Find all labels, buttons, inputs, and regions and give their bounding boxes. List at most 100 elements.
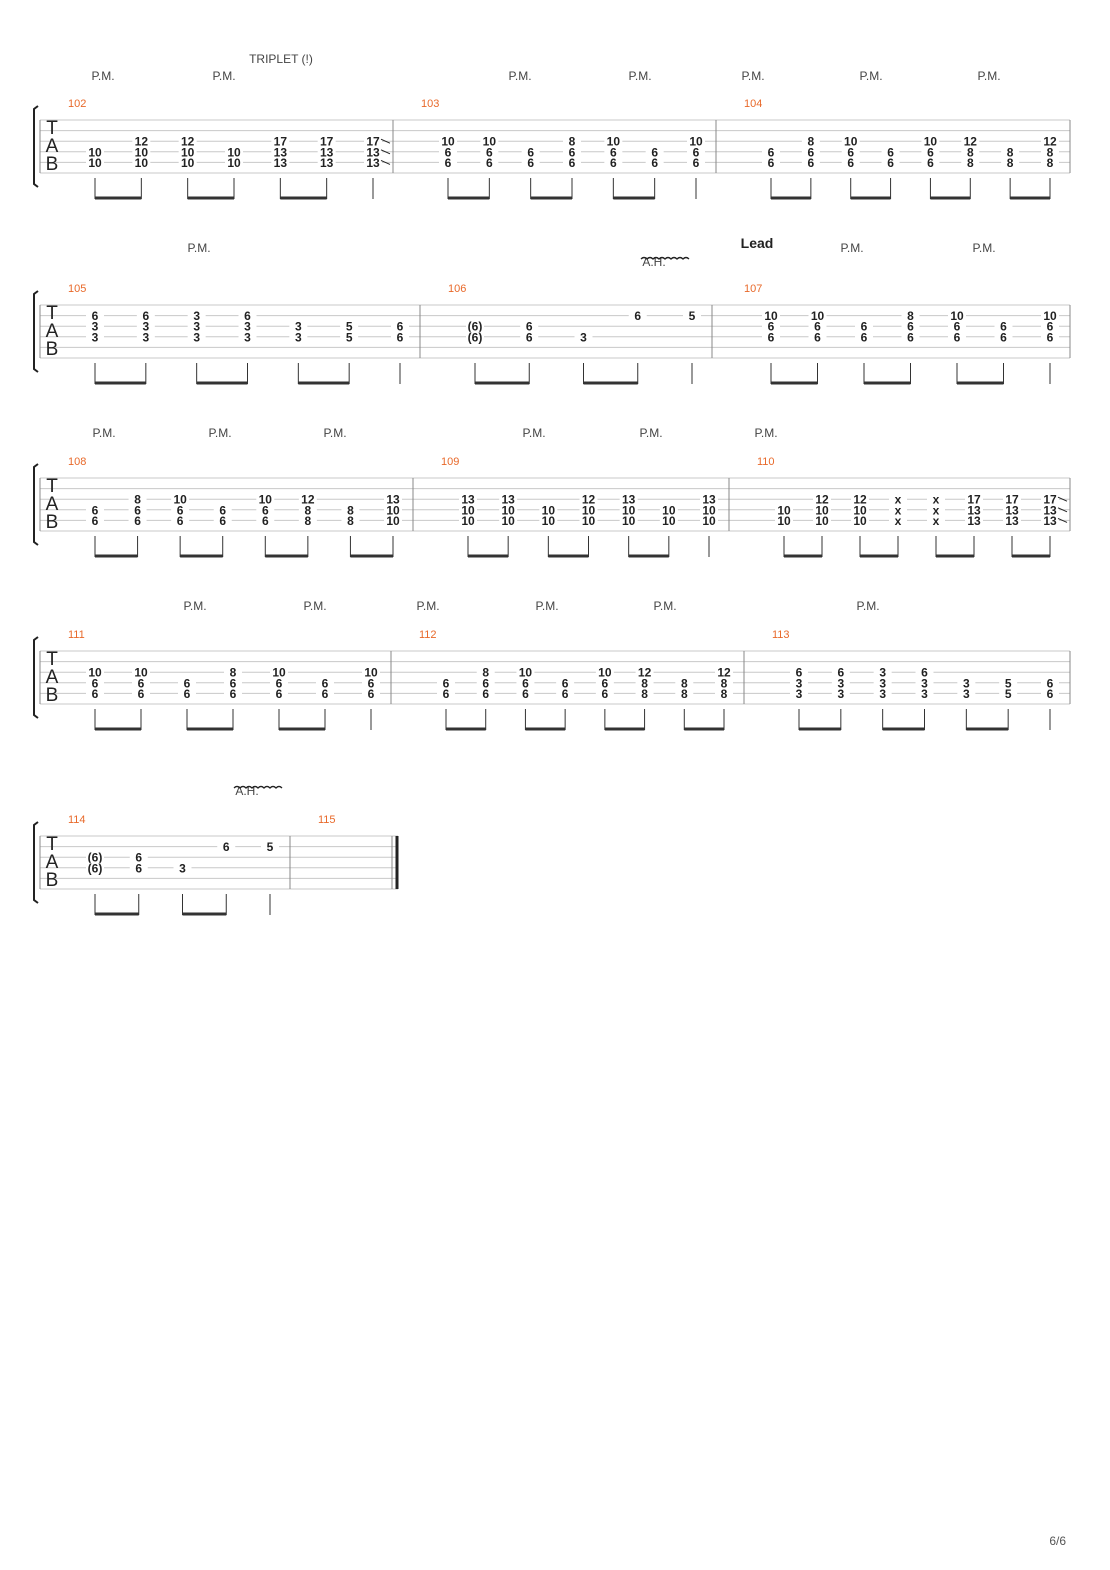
fret-number: 6 [482,676,489,690]
fret-mask [439,146,457,157]
fret-number: 13 [501,493,515,507]
fret-mask [341,504,360,515]
fret-mask [238,321,257,332]
fret-number: 8 [967,145,974,159]
fret-number: 10 [88,666,102,680]
fret-number: 12 [638,666,652,680]
fret-number: 6 [322,687,329,701]
fret-number: 6 [814,330,821,344]
fret-number: 17 [320,135,334,149]
fret-mask [132,146,151,157]
fret-number: 13 [967,503,981,517]
fret-number: 6 [486,145,493,159]
fret-number: 10 [88,145,102,159]
tab-system: TAB108P.M.P.M.P.M.6686610666610661288881… [33,426,1071,558]
tab-clef-letter: B [46,339,59,360]
fret-number: 10 [519,666,533,680]
fret-mask [384,504,402,515]
fret-mask [595,667,614,678]
slide-mark [1057,507,1068,513]
fret-mask [556,677,575,688]
fret-mask [873,667,892,678]
fret-mask [466,321,484,332]
fret-number: 6 [244,309,251,323]
fret-mask [1041,688,1059,699]
fret-mask [298,504,317,515]
fret-number: 13 [1005,503,1019,517]
palm-mute-label: P.M. [323,426,346,440]
fret-number: 6 [768,320,775,334]
fret-mask [256,515,275,526]
fret-mask [362,667,380,678]
fret-mask [873,677,892,688]
fret-number: 8 [134,493,141,507]
fret-mask [171,515,190,526]
fret-mask [171,504,190,515]
fret-mask [238,310,257,321]
fret-number: 6 [768,145,775,159]
fret-number: 10 [483,135,497,149]
fret-number: 6 [230,676,237,690]
fret-mask [1041,504,1059,515]
fret-mask [364,146,382,157]
fret-number: 10 [461,503,475,517]
fret-number: 10 [501,503,515,517]
fret-number: 6 [522,676,529,690]
fret-number: 6 [276,676,283,690]
fret-mask [132,136,151,147]
fret-mask [579,515,598,526]
fret-number: 10 [134,666,148,680]
fret-number: 6 [262,514,269,528]
fret-mask [86,157,104,168]
fret-mask [841,146,860,157]
fret-mask [635,667,654,678]
fret-mask [579,494,598,505]
fret-mask [132,157,151,168]
fret-number: 8 [347,514,354,528]
fret-number: 17 [274,135,288,149]
fret-number: 6 [1047,330,1054,344]
fret-mask [271,136,290,147]
fret-mask [86,146,104,157]
fret-number: 8 [681,687,688,701]
fret-number: 6 [907,320,914,334]
bar-number: 115 [318,814,336,826]
fret-mask [790,688,808,699]
fret-number: 8 [681,676,688,690]
fret-mask [86,677,104,688]
fret-mask [86,688,104,699]
fret-number: 3 [179,861,186,875]
fret-number: 3 [92,330,99,344]
palm-mute-label: P.M. [856,599,879,613]
fret-mask [289,331,308,342]
fret-number: 10 [582,503,596,517]
fret-mask [801,157,820,168]
bar-number: 102 [68,98,86,110]
fret-mask [831,677,850,688]
fret-number: 6 [861,320,868,334]
fret-mask [439,136,457,147]
fret-number: (6) [468,320,483,334]
fret-number: 3 [879,666,886,680]
fret-number: 13 [274,145,288,159]
fret-number: 10 [461,514,475,528]
fret-mask [539,515,558,526]
fret-mask [715,677,733,688]
bar-number: 112 [419,629,437,641]
fret-number: 3 [92,320,99,334]
fret-number: 10 [662,503,676,517]
fret-mask [556,688,575,699]
fret-number: 6 [177,503,184,517]
bar-number: 107 [744,283,762,295]
fret-number: 10 [386,503,400,517]
bar-number: 108 [68,456,86,468]
palm-mute-label: P.M. [972,241,995,255]
fret-number: 8 [721,676,728,690]
fret-mask [994,331,1013,342]
fret-mask [316,677,334,688]
fret-mask [256,504,275,515]
fret-number: 6 [138,676,145,690]
fret-number: 10 [777,514,791,528]
fret-mask [459,494,477,505]
fret-number: 6 [177,514,184,528]
